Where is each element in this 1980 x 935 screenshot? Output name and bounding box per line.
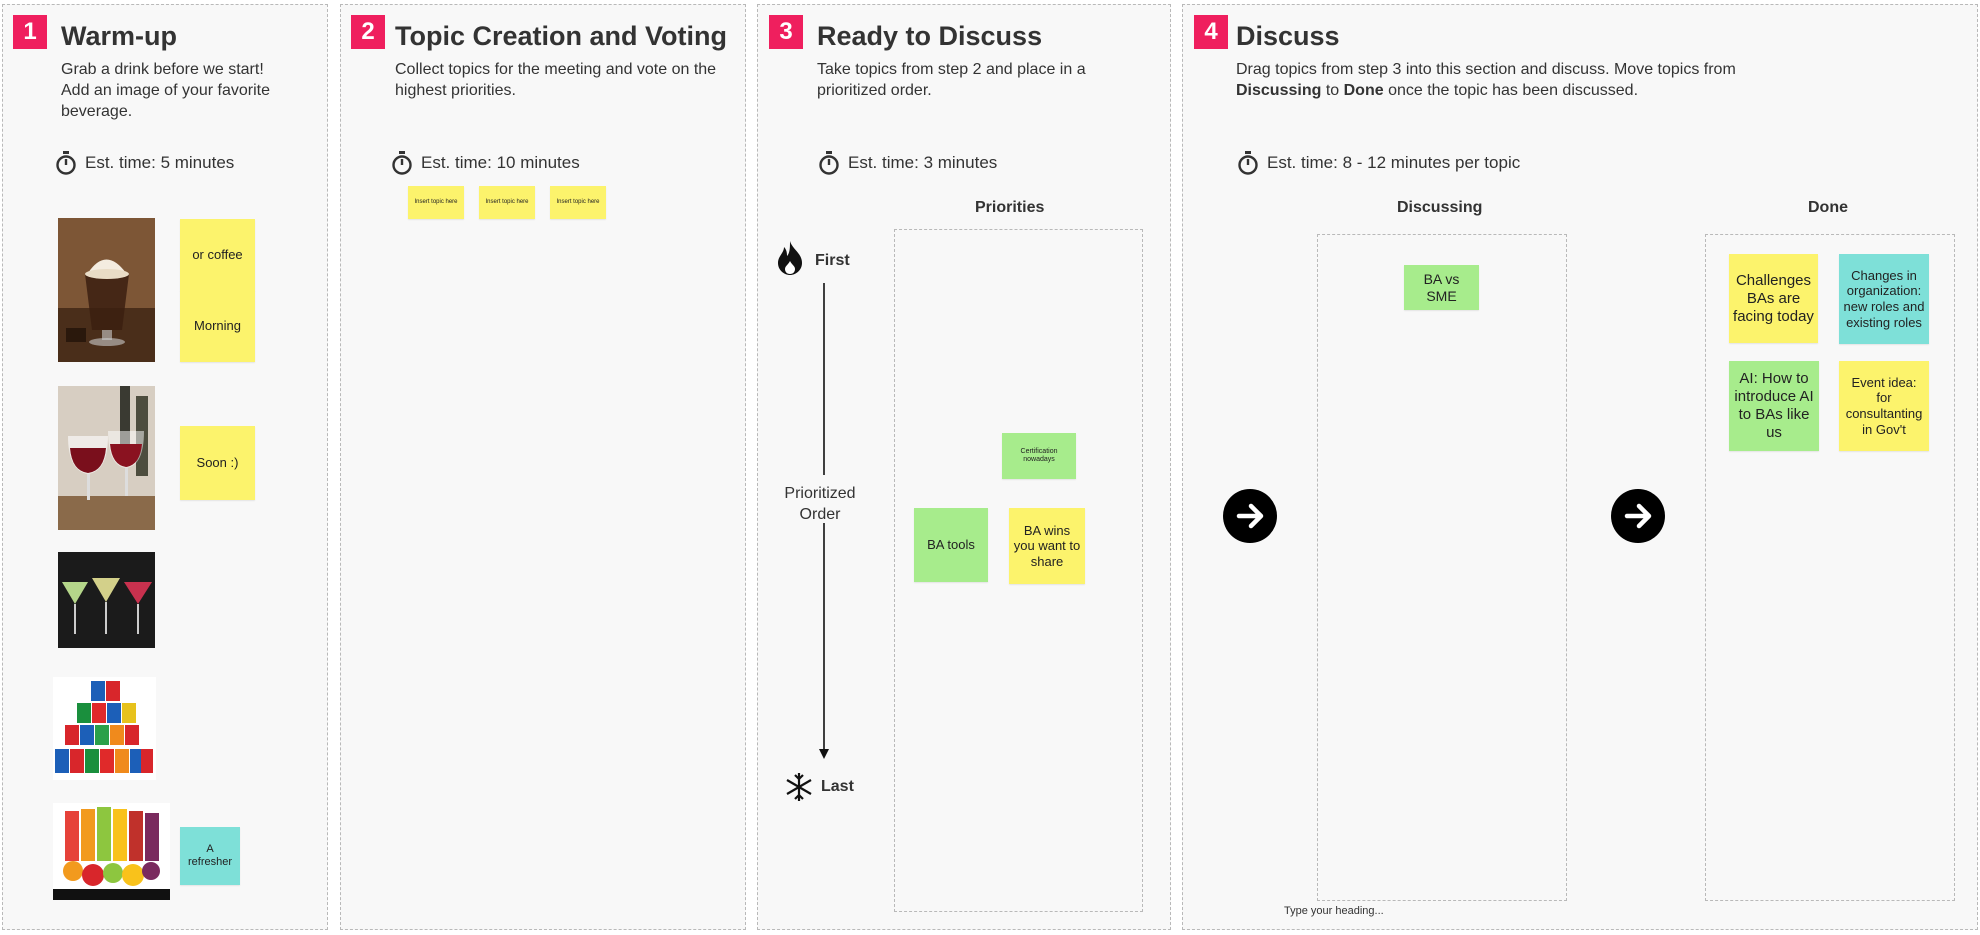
stopwatch-icon <box>391 151 413 175</box>
priorities-dropzone[interactable] <box>894 229 1143 912</box>
sticky-note[interactable]: Changes in organization: new roles and e… <box>1839 254 1929 344</box>
sticky-note[interactable]: Certification nowadays <box>1002 433 1076 479</box>
time-label: Est. time: 10 minutes <box>421 153 580 172</box>
soda-cans-image[interactable] <box>53 677 156 780</box>
estimated-time: Est. time: 3 minutes <box>818 151 997 175</box>
panel-title: Topic Creation and Voting <box>395 21 727 51</box>
time-label: Est. time: 8 - 12 minutes per topic <box>1267 153 1521 172</box>
sticky-note[interactable]: Insert topic here <box>408 186 464 219</box>
done-dropzone[interactable] <box>1705 234 1955 901</box>
estimated-time: Est. time: 8 - 12 minutes per topic <box>1237 151 1520 175</box>
panel-description: Take topics from step 2 and place in a p… <box>817 61 1086 99</box>
panel-ready-to-discuss: 3 Ready to Discuss Take topics from step… <box>757 4 1171 930</box>
step-number-badge: 4 <box>1194 15 1228 49</box>
sticky-note[interactable]: BA tools <box>914 508 988 582</box>
description-text: once the topic has been discussed. <box>1388 82 1639 99</box>
time-label: Est. time: 3 minutes <box>848 153 998 172</box>
step-number-badge: 3 <box>769 15 803 49</box>
priorities-heading: Priorities <box>975 199 1045 216</box>
sticky-note[interactable]: Morning <box>180 290 255 362</box>
prioritized-order-line-1: Prioritized <box>784 485 856 502</box>
time-label: Est. time: 5 minutes <box>85 153 235 172</box>
prioritized-order-label: Prioritized Order <box>780 483 860 525</box>
panel-description: Drag topics from step 3 into this sectio… <box>1236 59 1756 101</box>
panel-warmup: 1 Warm-up Grab a drink before we start! … <box>2 4 328 930</box>
panel-topic-creation: 2 Topic Creation and Voting Collect topi… <box>340 4 746 930</box>
discussing-dropzone[interactable] <box>1317 234 1567 901</box>
sticky-note[interactable]: Event idea: for consultanting in Gov't <box>1839 361 1929 451</box>
flame-icon <box>776 241 804 280</box>
discussing-heading: Discussing <box>1397 199 1483 216</box>
hot-chocolate-image[interactable] <box>58 218 155 362</box>
sticky-note[interactable]: BA vs SME <box>1404 265 1479 310</box>
panel-description: Grab a drink before we start! Add an ima… <box>61 61 271 120</box>
arrow-right-icon[interactable] <box>1223 489 1277 543</box>
done-emphasis: Done <box>1343 82 1384 99</box>
heading-placeholder[interactable]: Type your heading... <box>1284 905 1384 917</box>
stopwatch-icon <box>818 151 840 175</box>
cocktails-image[interactable] <box>58 552 155 648</box>
panel-description: Collect topics for the meeting and vote … <box>395 61 717 99</box>
sticky-note[interactable]: BA wins you want to share <box>1009 508 1085 584</box>
sticky-note[interactable]: A refresher <box>180 827 240 885</box>
stopwatch-icon <box>1237 151 1259 175</box>
snowflake-icon <box>784 772 814 807</box>
priority-arrow <box>819 283 829 759</box>
red-wine-image[interactable] <box>58 386 155 530</box>
panel-title: Discuss <box>1236 21 1340 51</box>
sticky-note[interactable]: AI: How to introduce AI to BAs like us <box>1729 361 1819 451</box>
fruit-juices-image[interactable] <box>53 803 170 900</box>
last-label: Last <box>821 778 854 795</box>
description-text: to <box>1325 82 1340 99</box>
description-text: Move topics from <box>1613 61 1736 78</box>
sticky-note[interactable]: or coffee <box>180 219 255 291</box>
estimated-time: Est. time: 5 minutes <box>55 151 234 175</box>
estimated-time: Est. time: 10 minutes <box>391 151 580 175</box>
sticky-note[interactable]: Insert topic here <box>479 186 535 219</box>
stopwatch-icon <box>55 151 77 175</box>
description-text: Drag topics from step 3 into this sectio… <box>1236 61 1610 78</box>
step-number-badge: 1 <box>13 15 47 49</box>
panel-discuss: 4 Discuss Drag topics from step 3 into t… <box>1182 4 1978 930</box>
discussing-emphasis: Discussing <box>1236 82 1322 99</box>
prioritized-order-line-2: Order <box>799 506 841 523</box>
sticky-note[interactable]: Soon :) <box>180 426 255 500</box>
panel-title: Ready to Discuss <box>817 21 1043 51</box>
arrow-right-icon[interactable] <box>1611 489 1665 543</box>
panel-title: Warm-up <box>61 21 177 51</box>
done-heading: Done <box>1808 199 1848 216</box>
sticky-note[interactable]: Insert topic here <box>550 186 606 219</box>
first-label: First <box>815 252 850 269</box>
sticky-note[interactable]: Challenges BAs are facing today <box>1729 254 1818 343</box>
step-number-badge: 2 <box>351 15 385 49</box>
